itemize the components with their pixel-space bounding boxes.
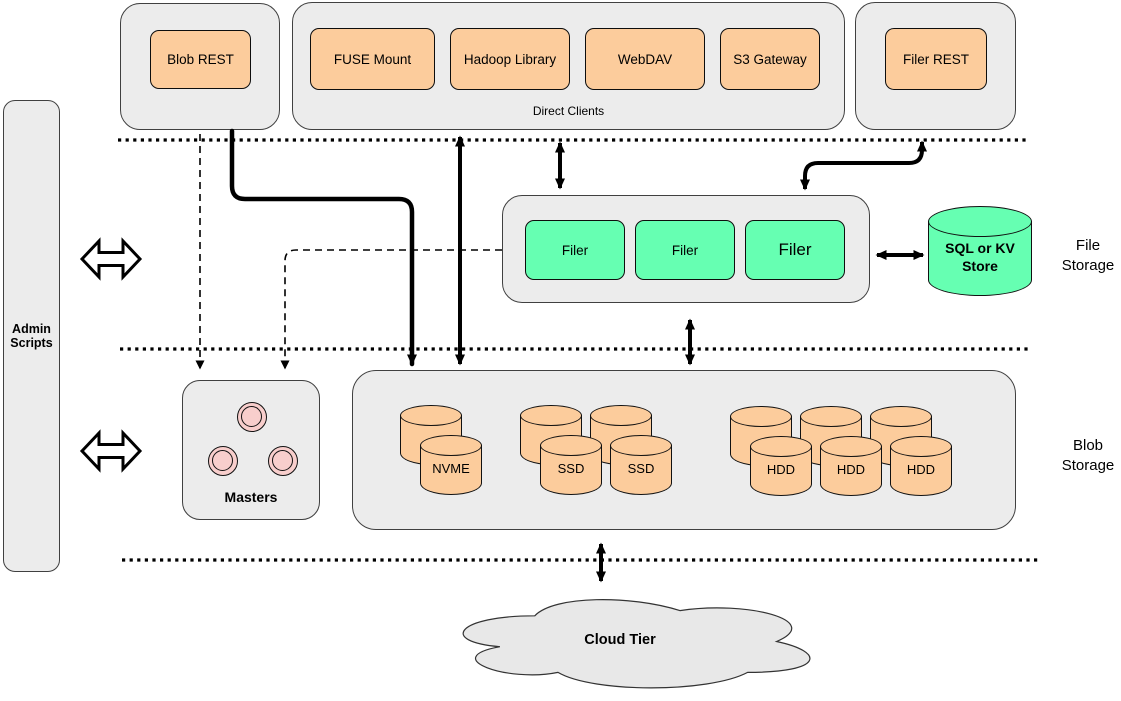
master-node-3 — [268, 446, 298, 476]
filer-3-label: Filer — [778, 240, 812, 259]
hdd-3-label: HDD — [906, 462, 936, 477]
filer-rest-label: Filer REST — [902, 51, 969, 67]
webdav-label: WebDAV — [617, 51, 673, 67]
blob-rest-node: Blob REST — [150, 30, 251, 89]
client-node-s3-gateway: S3 Gateway — [720, 28, 820, 90]
hdd-1-label: HDD — [766, 462, 796, 477]
ssd-cylinder-2: SSD — [610, 435, 672, 495]
hdd-cylinder-3: HDD — [890, 436, 952, 496]
arrow-blobrest-to-blobstorage — [229, 128, 417, 367]
hdd-cylinder-1: HDD — [750, 436, 812, 496]
nvme-label: NVME — [432, 461, 470, 476]
admin-arrow-blob-storage — [79, 429, 143, 473]
filer-1-label: Filer — [561, 242, 589, 258]
arrow-filerrest-filer — [800, 140, 927, 191]
filer-node-1: Filer — [525, 220, 625, 280]
ssd-2-label: SSD — [627, 461, 655, 476]
dashed-arrow-filer-to-masters — [280, 249, 502, 370]
masters-group: Masters — [182, 380, 320, 520]
direct-clients-caption: Direct Clients — [532, 104, 605, 118]
s3-gateway-label: S3 Gateway — [733, 51, 807, 67]
fuse-mount-label: FUSE Mount — [333, 51, 412, 67]
filer-node-3: Filer — [745, 220, 845, 280]
masters-label: Masters — [224, 489, 278, 505]
master-node-core — [272, 450, 293, 471]
file-storage-section-label: File Storage — [1061, 237, 1115, 275]
hadoop-library-label: Hadoop Library — [463, 51, 557, 67]
sql-kv-store-label: SQL or KV Store — [945, 240, 1015, 275]
client-node-hadoop-library: Hadoop Library — [450, 28, 570, 90]
nvme-cylinder: NVME — [420, 435, 482, 495]
blob-rest-label: Blob REST — [167, 52, 234, 67]
client-node-webdav: WebDAV — [585, 28, 705, 90]
admin-scripts-label: Admin Scripts — [10, 322, 53, 350]
hdd-2-label: HDD — [836, 462, 866, 477]
master-node-1 — [237, 402, 267, 432]
filer-node-2: Filer — [635, 220, 735, 280]
blob-storage-section-label: Blob Storage — [1061, 437, 1115, 475]
master-node-core — [241, 406, 262, 427]
master-node-2 — [208, 446, 238, 476]
filer-2-label: Filer — [671, 242, 699, 258]
master-node-core — [212, 450, 233, 471]
sql-kv-store-cylinder: SQL or KV Store — [928, 206, 1032, 296]
admin-arrow-file-storage — [79, 237, 143, 281]
admin-scripts-bar: Admin Scripts — [3, 100, 60, 572]
client-node-fuse-mount: FUSE Mount — [310, 28, 435, 90]
cylinder-top — [928, 206, 1032, 237]
hdd-cylinder-2: HDD — [820, 436, 882, 496]
ssd-cylinder-1: SSD — [540, 435, 602, 495]
filer-rest-node: Filer REST — [885, 28, 987, 90]
ssd-1-label: SSD — [557, 461, 585, 476]
cloud-tier-label: Cloud Tier — [584, 632, 656, 648]
